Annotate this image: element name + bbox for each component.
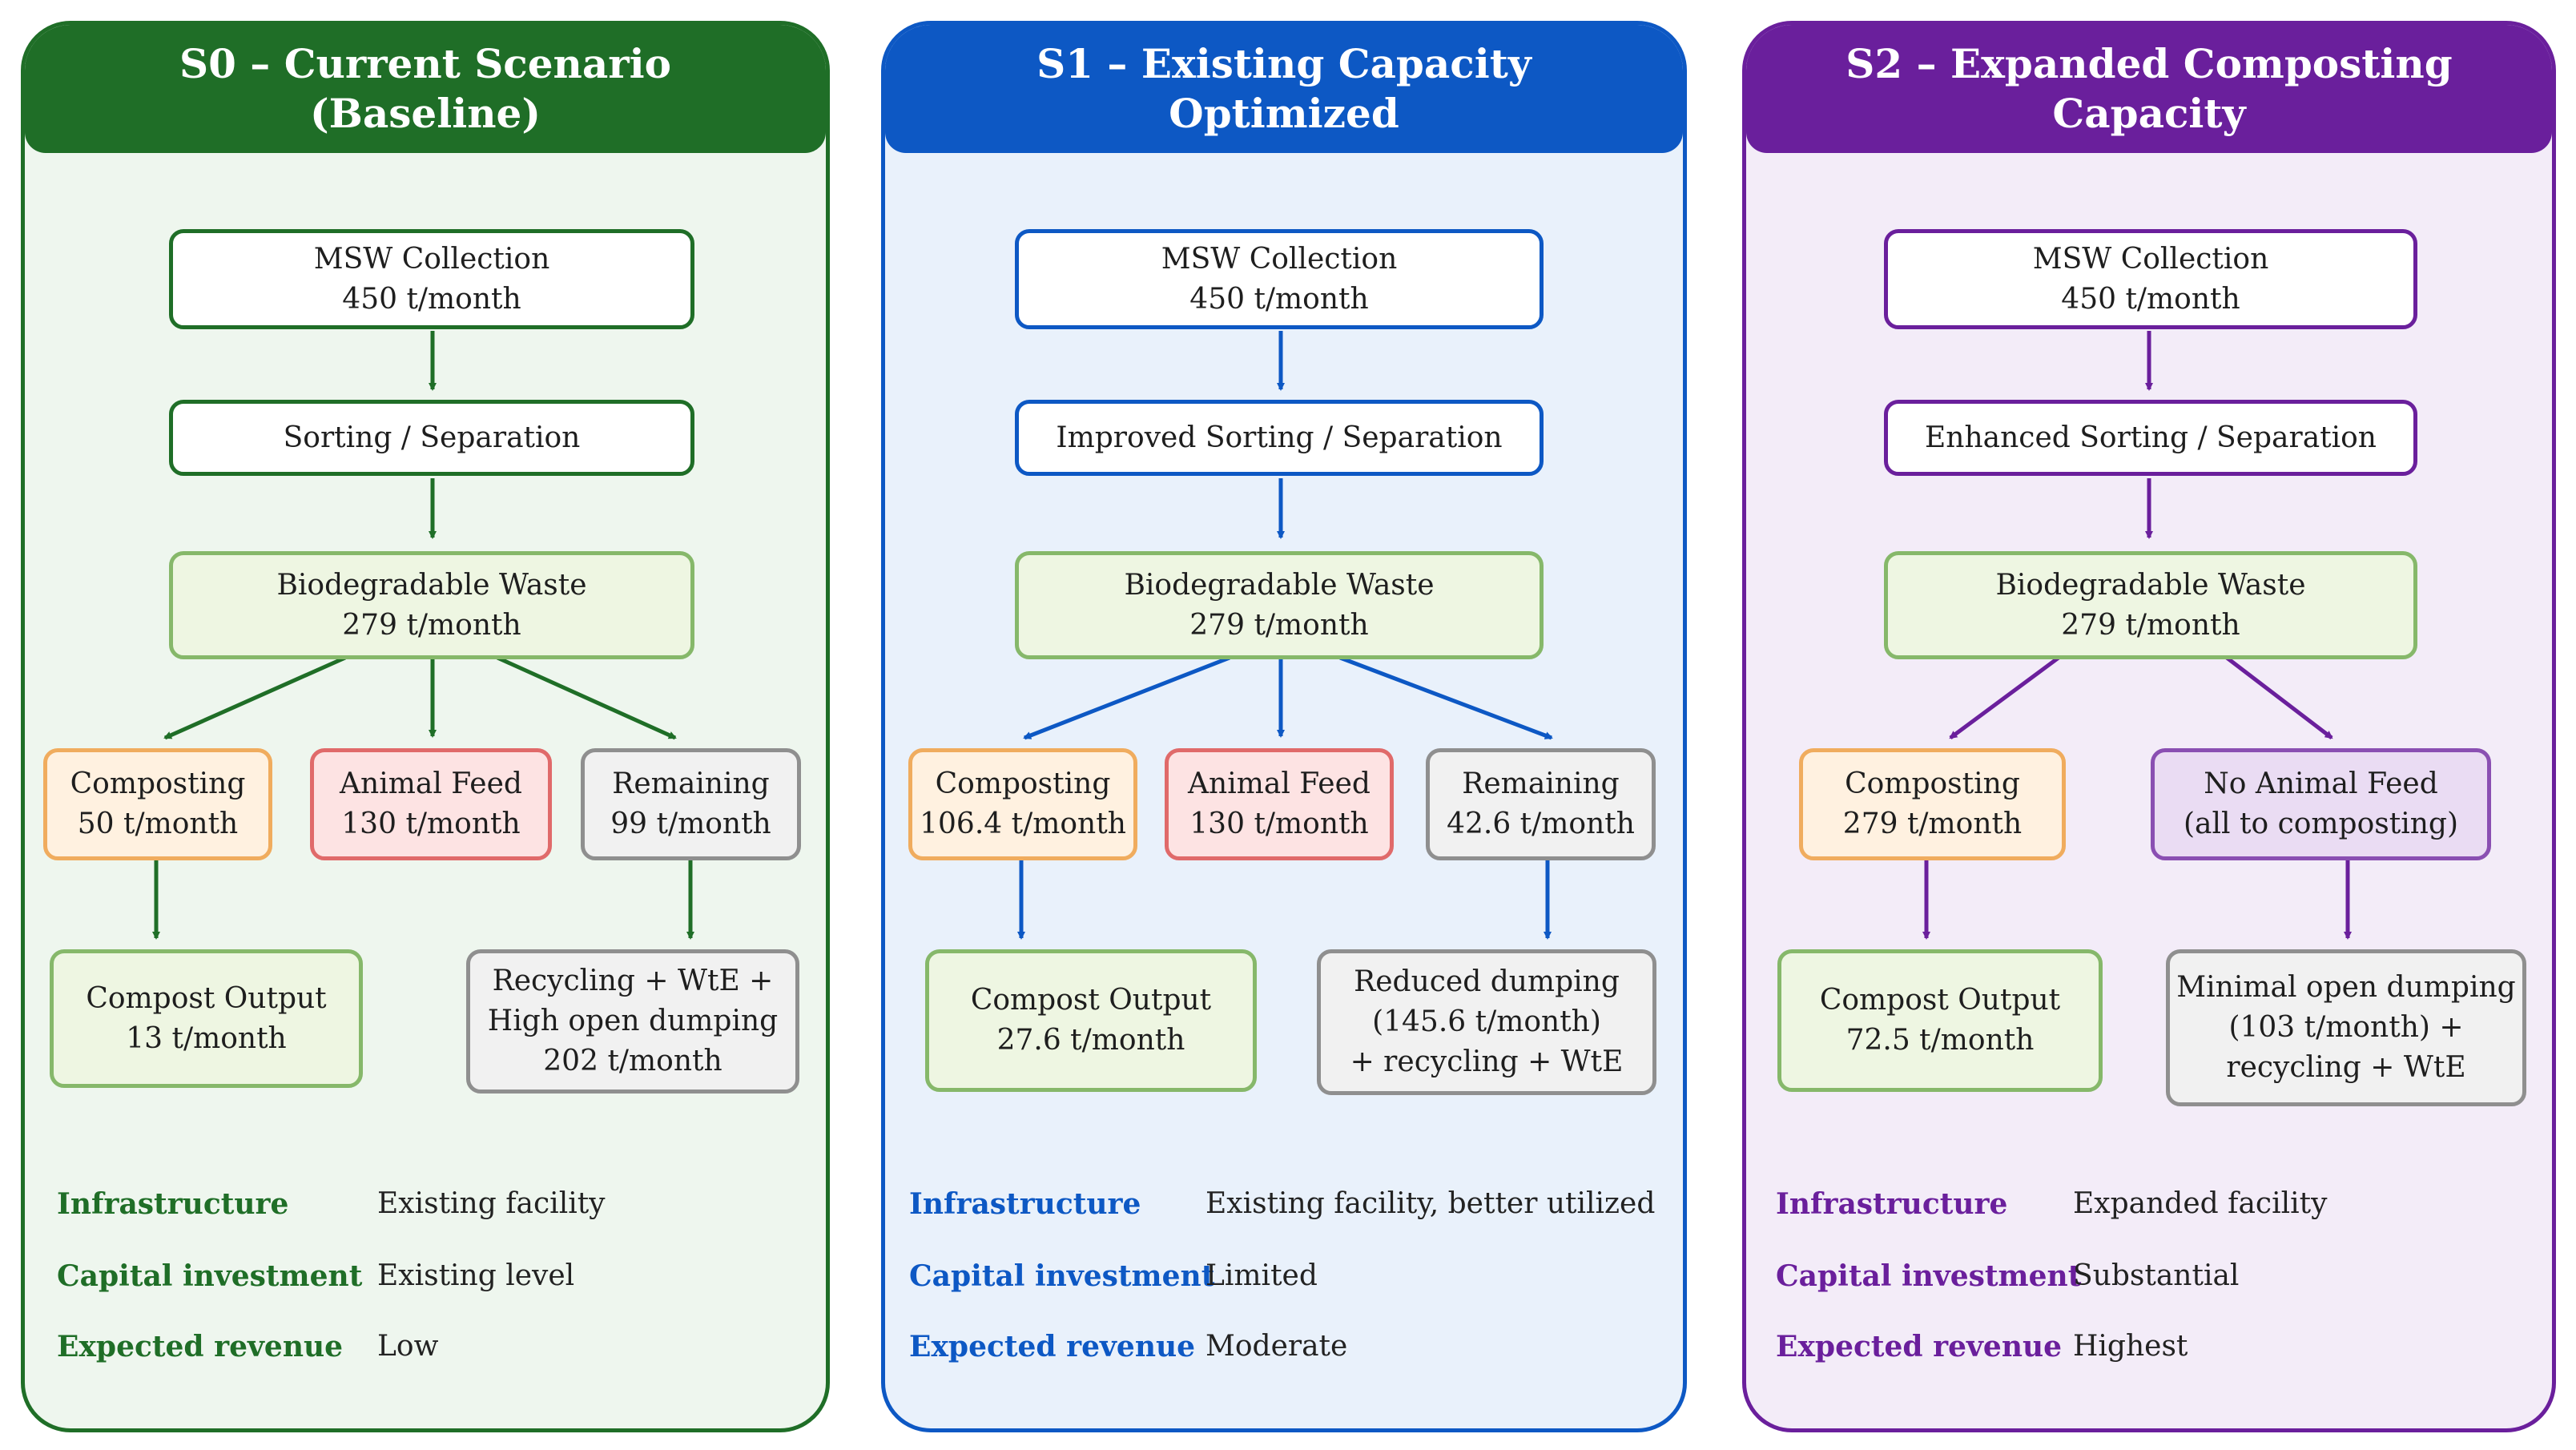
capital-value: Existing level: [377, 1259, 575, 1292]
sorting-node: Improved Sorting / Separation: [1015, 400, 1544, 476]
animal-feed-node: Animal Feed 130 t/month: [1165, 748, 1394, 860]
infrastructure-value: Existing facility, better utilized: [1205, 1187, 1656, 1220]
remaining-node: Remaining 99 t/month: [581, 748, 801, 860]
biodegradable-node: Biodegradable Waste 279 t/month: [1884, 551, 2417, 659]
infrastructure-value: Existing facility: [377, 1187, 606, 1220]
compost-output-node: Compost Output 13 t/month: [50, 949, 363, 1088]
panel-s0-title: S0 – Current Scenario (Baseline): [25, 25, 826, 153]
panel-s1: S1 – Existing Capacity Optimized MSW Col…: [881, 21, 1687, 1432]
remaining-node: Remaining 42.6 t/month: [1426, 748, 1656, 860]
revenue-label: Expected revenue: [909, 1330, 1196, 1363]
compost-output-node: Compost Output 72.5 t/month: [1777, 949, 2103, 1092]
dumping-node: Minimal open dumping (103 t/month) + rec…: [2166, 949, 2526, 1106]
capital-value: Substantial: [2073, 1259, 2240, 1292]
panel-s1-title: S1 – Existing Capacity Optimized: [885, 25, 1683, 153]
panel-s0: S0 – Current Scenario (Baseline) MSW Col…: [21, 21, 830, 1432]
capital-label: Capital investment: [1776, 1259, 2082, 1293]
dumping-node: Reduced dumping (145.6 t/month) + recycl…: [1317, 949, 1656, 1095]
capital-label: Capital investment: [909, 1259, 1215, 1293]
arrow-bio-composting: [1023, 655, 1230, 740]
arrow-bio-remaining: [496, 655, 677, 740]
sorting-node: Sorting / Separation: [169, 400, 694, 476]
compost-output-node: Compost Output 27.6 t/month: [925, 949, 1257, 1092]
arrow-bio-composting: [1949, 655, 2060, 740]
arrow-bio-nofeed: [2225, 656, 2333, 739]
revenue-value: Low: [377, 1330, 439, 1363]
revenue-label: Expected revenue: [57, 1330, 344, 1363]
no-animal-feed-node: No Animal Feed (all to composting): [2151, 748, 2491, 860]
composting-node: Composting 279 t/month: [1799, 748, 2066, 860]
panel-s2: S2 – Expanded Composting Capacity MSW Co…: [1742, 21, 2556, 1432]
sorting-node: Enhanced Sorting / Separation: [1884, 400, 2417, 476]
arrow-bio-remaining: [1339, 655, 1553, 740]
infrastructure-label: Infrastructure: [1776, 1187, 2008, 1221]
biodegradable-node: Biodegradable Waste 279 t/month: [169, 551, 694, 659]
revenue-value: Moderate: [1205, 1330, 1348, 1363]
arrow-bio-composting: [163, 655, 347, 740]
revenue-value: Highest: [2073, 1330, 2188, 1363]
biodegradable-node: Biodegradable Waste 279 t/month: [1015, 551, 1544, 659]
composting-node: Composting 50 t/month: [43, 748, 272, 860]
infrastructure-label: Infrastructure: [57, 1187, 289, 1221]
capital-label: Capital investment: [57, 1259, 363, 1293]
msw-collection-node: MSW Collection 450 t/month: [169, 229, 694, 329]
revenue-label: Expected revenue: [1776, 1330, 2063, 1363]
msw-collection-node: MSW Collection 450 t/month: [1015, 229, 1544, 329]
infrastructure-value: Expanded facility: [2073, 1187, 2328, 1220]
panel-s2-title: S2 – Expanded Composting Capacity: [1746, 25, 2552, 153]
dumping-node: Recycling + WtE + High open dumping 202 …: [466, 949, 799, 1094]
animal-feed-node: Animal Feed 130 t/month: [310, 748, 552, 860]
msw-collection-node: MSW Collection 450 t/month: [1884, 229, 2417, 329]
infrastructure-label: Infrastructure: [909, 1187, 1141, 1221]
composting-node: Composting 106.4 t/month: [908, 748, 1137, 860]
capital-value: Limited: [1205, 1259, 1318, 1292]
